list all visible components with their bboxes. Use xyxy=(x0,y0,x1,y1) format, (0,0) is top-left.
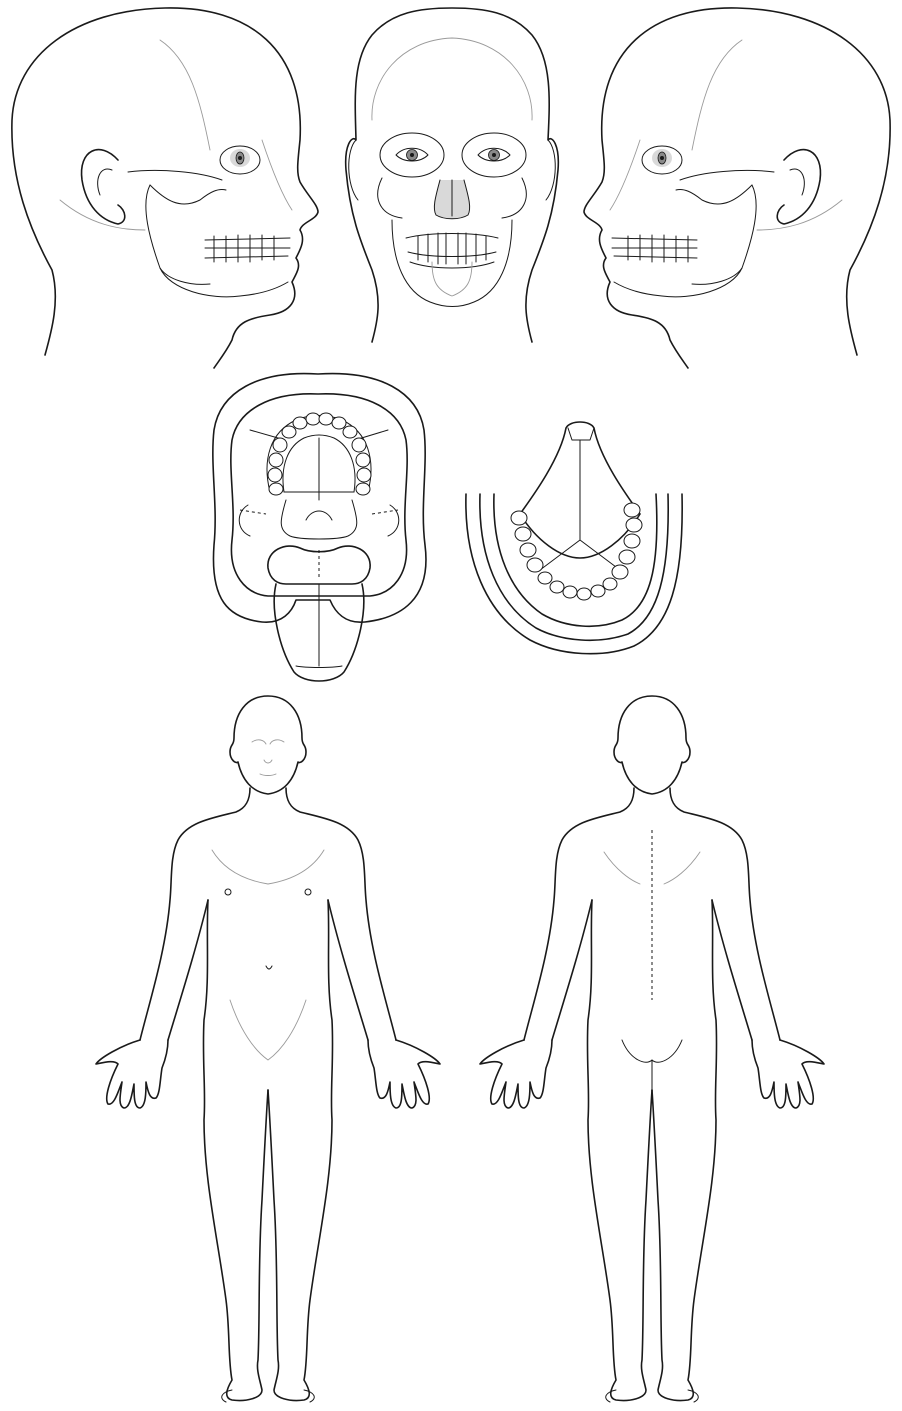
head-skull-left-profile-icon xyxy=(584,8,890,368)
profile-right-teeth xyxy=(205,235,290,262)
head-skull-right-profile-icon xyxy=(12,8,318,368)
lower-teeth-arch xyxy=(511,503,642,600)
mouth-palate-tongue-icon xyxy=(213,374,426,681)
head-skull-front-icon xyxy=(346,8,559,342)
body-front-icon xyxy=(96,696,440,1402)
lower-jaw-teeth-icon xyxy=(466,422,682,654)
front-teeth xyxy=(406,233,498,268)
body-back-icon xyxy=(480,696,824,1402)
tongue xyxy=(268,546,370,681)
